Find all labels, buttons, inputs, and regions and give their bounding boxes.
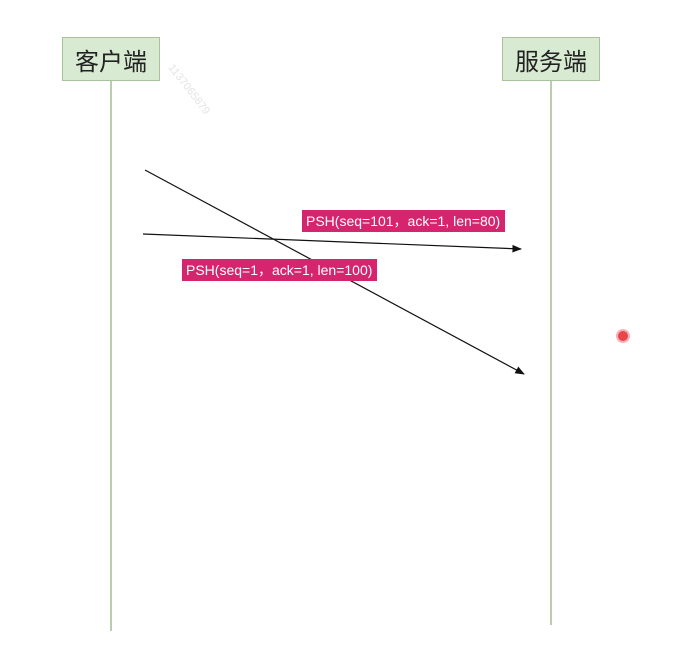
message-label-psh-seq-101: PSH(seq=101，ack=1, len=80) [302, 210, 506, 232]
client-actor-label: 客户端 [75, 47, 147, 76]
client-lifeline [110, 81, 112, 631]
server-actor-label: 服务端 [515, 47, 587, 76]
server-lifeline [550, 81, 552, 625]
laser-pointer-dot [616, 329, 630, 343]
server-actor-box: 服务端 [502, 37, 600, 81]
arrow-psh-seq-101 [142, 233, 522, 253]
message-label-psh-seq-1: PSH(seq=1，ack=1, len=100) [182, 259, 378, 281]
client-actor-box: 客户端 [62, 37, 160, 81]
